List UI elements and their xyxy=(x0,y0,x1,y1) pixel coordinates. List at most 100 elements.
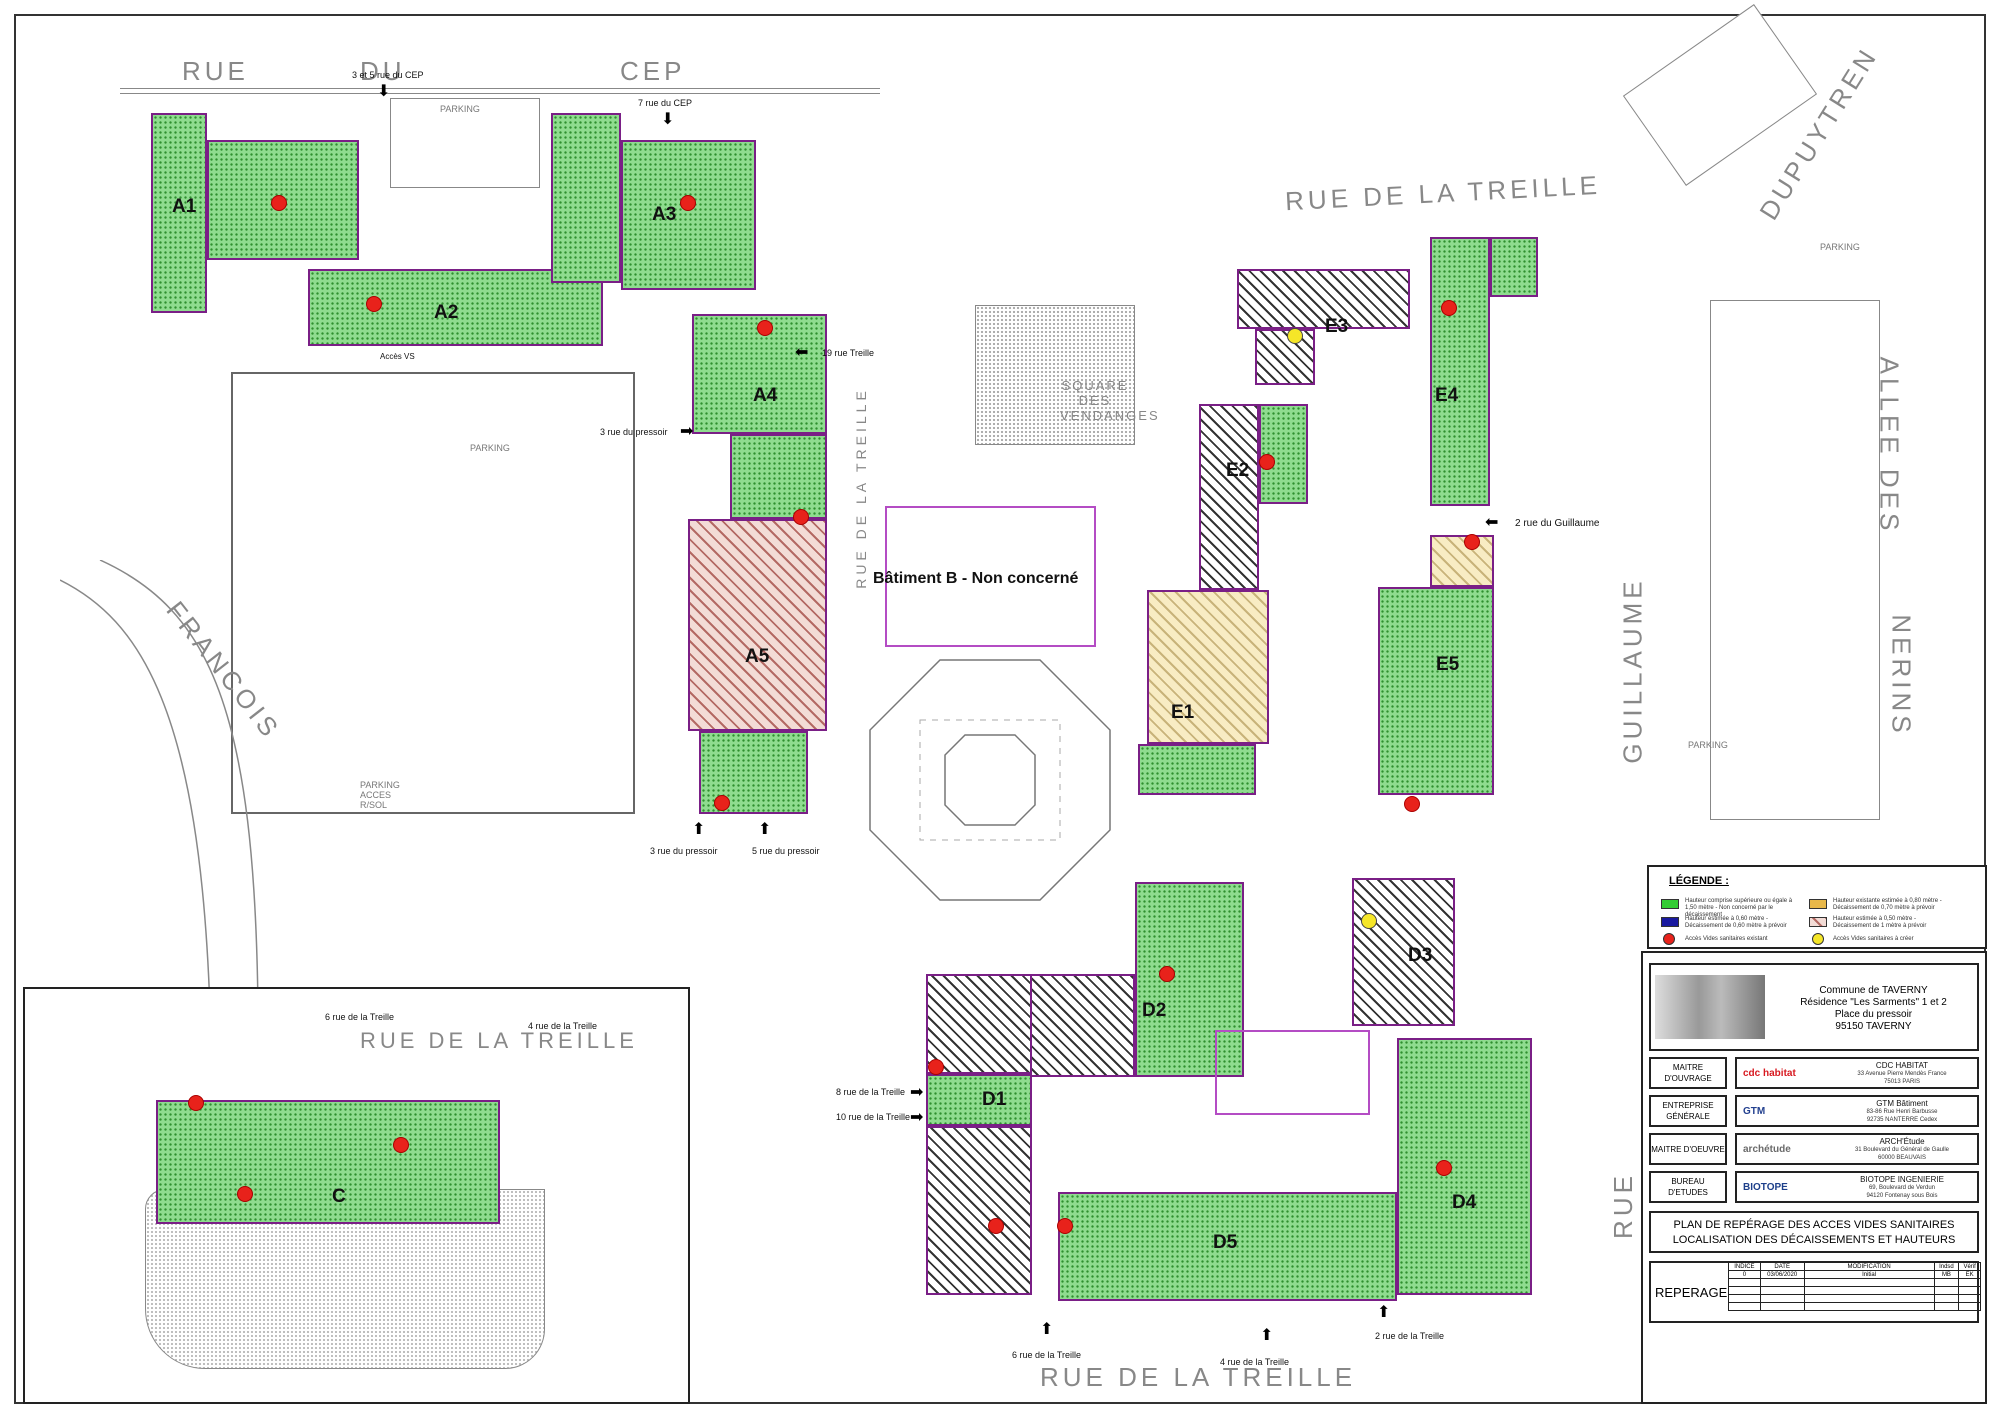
entrance-arrow-icon: ⬅ xyxy=(795,344,809,361)
col-header: DATE xyxy=(1759,1262,1805,1271)
square-label: SQUARE DES VENDANGES xyxy=(1060,378,1160,423)
street-rue-east: RUE xyxy=(1607,1172,1638,1239)
entrance-arrow-icon: ⬅ xyxy=(1485,514,1499,531)
building-photo xyxy=(1655,975,1765,1039)
street-allee-des: ALLEE DES xyxy=(1874,356,1905,535)
building-footprint-green xyxy=(308,269,603,346)
new-access-marker xyxy=(1286,327,1303,344)
building-footprint-pink xyxy=(688,519,827,731)
street-rue: RUE xyxy=(182,56,249,86)
existing-access-marker xyxy=(1403,795,1420,812)
company-logo: cdc habitat xyxy=(1743,1068,1796,1079)
legend-title: LÉGENDE : xyxy=(1669,875,1729,887)
existing-access-marker xyxy=(1463,534,1480,551)
entrance-arrow-icon: ⬇ xyxy=(661,111,675,128)
parking-lot xyxy=(231,372,635,814)
new-access-marker xyxy=(1361,912,1378,929)
residential-block xyxy=(1710,300,1880,820)
building-label-a2: A2 xyxy=(434,302,459,323)
building-footprint-green xyxy=(156,1100,500,1224)
road-francois xyxy=(60,560,259,1010)
company-logo: BIOTOPE xyxy=(1743,1182,1788,1193)
existing-access-marker xyxy=(1435,1159,1452,1176)
building-footprint-outline xyxy=(885,506,1096,647)
acces-vs-label: Accès VS xyxy=(380,352,415,361)
building-label-e3: E3 xyxy=(1325,316,1349,337)
parking-label-lot: PARKING xyxy=(470,443,510,453)
building-footprint-yellow xyxy=(1147,590,1269,744)
building-label-e5: E5 xyxy=(1436,654,1460,675)
existing-access-marker xyxy=(188,1094,205,1111)
street-guillaume: GUILLAUME xyxy=(1617,577,1648,764)
legend-swatch-hatched xyxy=(1809,917,1827,927)
company-name: BIOTOPE INGENIERIE xyxy=(1860,1175,1944,1184)
building-label-e4: E4 xyxy=(1435,385,1459,406)
building-footprint-yellow xyxy=(1430,535,1494,587)
building-label-d1: D1 xyxy=(982,1089,1007,1110)
building-label-a1: A1 xyxy=(172,196,197,217)
plan-title-line: LOCALISATION DES DÉCAISSEMENTS ET HAUTEU… xyxy=(1672,1234,1956,1246)
party-role: MAITRE D'OEUVRE xyxy=(1649,1133,1727,1165)
existing-access-marker xyxy=(1158,966,1175,983)
building-footprint-green xyxy=(621,140,756,290)
building-label-d3: D3 xyxy=(1408,945,1433,966)
cell: MB xyxy=(1933,1270,1960,1279)
legend-text: Hauteur existante estimée à 0,80 mètre -… xyxy=(1833,898,1942,911)
project-line: 95150 TAVERNY xyxy=(1835,1021,1912,1032)
building-label-b: Bâtiment B - Non concerné xyxy=(873,570,1079,587)
reperage-label: REPERAGE xyxy=(1655,1285,1728,1300)
address-3-rue-du-pressoir: 3 rue du pressoir xyxy=(600,427,668,437)
company-address: 33 Avenue Pierre Mendès France xyxy=(1857,1071,1947,1077)
legend-text: Hauteur estimée à 0,50 mètre - Décaissem… xyxy=(1833,916,1927,929)
company-address: 31 Boulevard du Général de Gaulle xyxy=(1854,1147,1950,1153)
address-10-rue-de-la-treille: 10 rue de la Treille xyxy=(836,1112,911,1122)
cell: 03/06/2020 xyxy=(1759,1270,1805,1279)
legend-text: Accès Vides sanitaires existant xyxy=(1685,936,1768,942)
building-footprint-dark xyxy=(1255,329,1315,385)
parking-label-southeast: PARKING xyxy=(1688,740,1728,750)
entrance-arrow-icon: ➡ xyxy=(680,423,694,440)
title-block: Commune de TAVERNY Résidence "Les Sarmen… xyxy=(1641,951,1987,1404)
inset-address-4-rue-de-la-treille: 4 rue de la Treille xyxy=(528,1021,598,1031)
company-logo: GTM xyxy=(1743,1106,1766,1117)
legend-swatch-yellow-dot xyxy=(1812,933,1824,945)
building-footprint-green xyxy=(1135,882,1244,1077)
project-line: Place du pressoir xyxy=(1834,1009,1913,1020)
company-city: 92735 NANTERRE Cedex xyxy=(1866,1117,1938,1123)
company-address: 69, Boulevard de Verdun xyxy=(1868,1185,1936,1191)
existing-access-marker xyxy=(680,194,697,211)
address-2-rue-du-guillaume: 2 rue du Guillaume xyxy=(1515,518,1600,529)
parking-access-label: PARKING ACCES R/SOL xyxy=(360,780,400,810)
project-address: Commune de TAVERNY Résidence "Les Sarmen… xyxy=(1771,985,1976,1033)
street-cep: CEP xyxy=(620,56,686,86)
project-line: Résidence "Les Sarments" 1 et 2 xyxy=(1800,997,1947,1008)
legend-swatch-blue xyxy=(1661,917,1679,927)
project-line: Commune de TAVERNY xyxy=(1819,985,1928,996)
building-footprint-green xyxy=(1138,744,1256,795)
building-footprint-green xyxy=(1430,237,1490,506)
company-logo: archétude xyxy=(1743,1144,1791,1155)
street-du: DU xyxy=(360,56,406,86)
building-footprint-green xyxy=(151,113,207,313)
building-footprint-dark xyxy=(1237,269,1410,329)
address-8-rue-de-la-treille: 8 rue de la Treille xyxy=(836,1087,906,1097)
address-5-rue-du-pressoir: 5 rue du pressoir xyxy=(752,846,820,856)
existing-access-marker xyxy=(271,194,288,211)
building-footprint-dark xyxy=(1352,878,1455,1026)
col-header: MODIFICATION xyxy=(1803,1262,1935,1271)
address-3-5-rue-du-cep: 3 et 5 rue du CEP xyxy=(352,70,424,80)
address-19-rue-treille: 19 rue Treille xyxy=(822,348,875,358)
col-header: INDICE xyxy=(1728,1262,1761,1271)
building-footprint-outline xyxy=(1215,1030,1370,1115)
existing-access-marker xyxy=(366,295,383,312)
street-rue-de-la-treille-south: RUE DE LA TREILLE xyxy=(1040,1362,1357,1392)
cell: 0 xyxy=(1728,1270,1761,1279)
building-footprint-green xyxy=(551,113,621,283)
road-edge xyxy=(120,88,880,94)
building-footprint-green xyxy=(1259,404,1308,504)
company-name: GTM Bâtiment xyxy=(1876,1099,1928,1108)
